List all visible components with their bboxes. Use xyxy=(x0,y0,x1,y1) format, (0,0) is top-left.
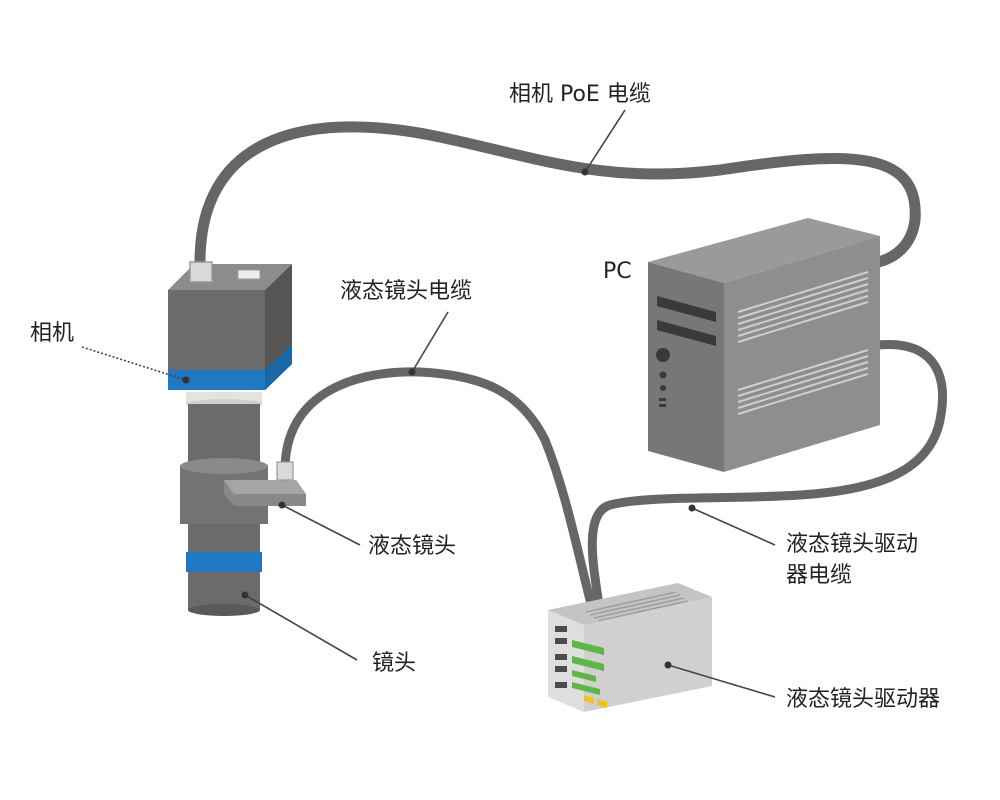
leader-dots xyxy=(182,168,696,669)
label-driver-cable-line1: 液态镜头驱动 xyxy=(786,532,918,557)
label-driver-cable-line2: 器电缆 xyxy=(786,563,852,588)
label-liquid-lens-driver: 液态镜头驱动器 xyxy=(786,687,940,712)
camera-poe-cable xyxy=(194,121,921,268)
label-liquid-lens-cable: 液态镜头电缆 xyxy=(340,279,472,304)
label-liquid-lens: 液态镜头 xyxy=(368,534,456,559)
pc-tower xyxy=(648,218,880,472)
liquid-lens-driver-cable xyxy=(587,339,947,603)
label-camera-poe-cable: 相机 PoE 电缆 xyxy=(509,82,651,107)
lens-assembly xyxy=(180,392,268,616)
leader-lines xyxy=(81,109,776,698)
liquid-lens-driver xyxy=(548,583,712,712)
label-camera: 相机 xyxy=(30,321,74,346)
label-pc: PC xyxy=(603,259,632,284)
liquid-lens xyxy=(224,461,306,506)
label-lens: 镜头 xyxy=(372,651,416,676)
liquid-lens-cable xyxy=(280,367,595,605)
camera xyxy=(168,261,292,390)
